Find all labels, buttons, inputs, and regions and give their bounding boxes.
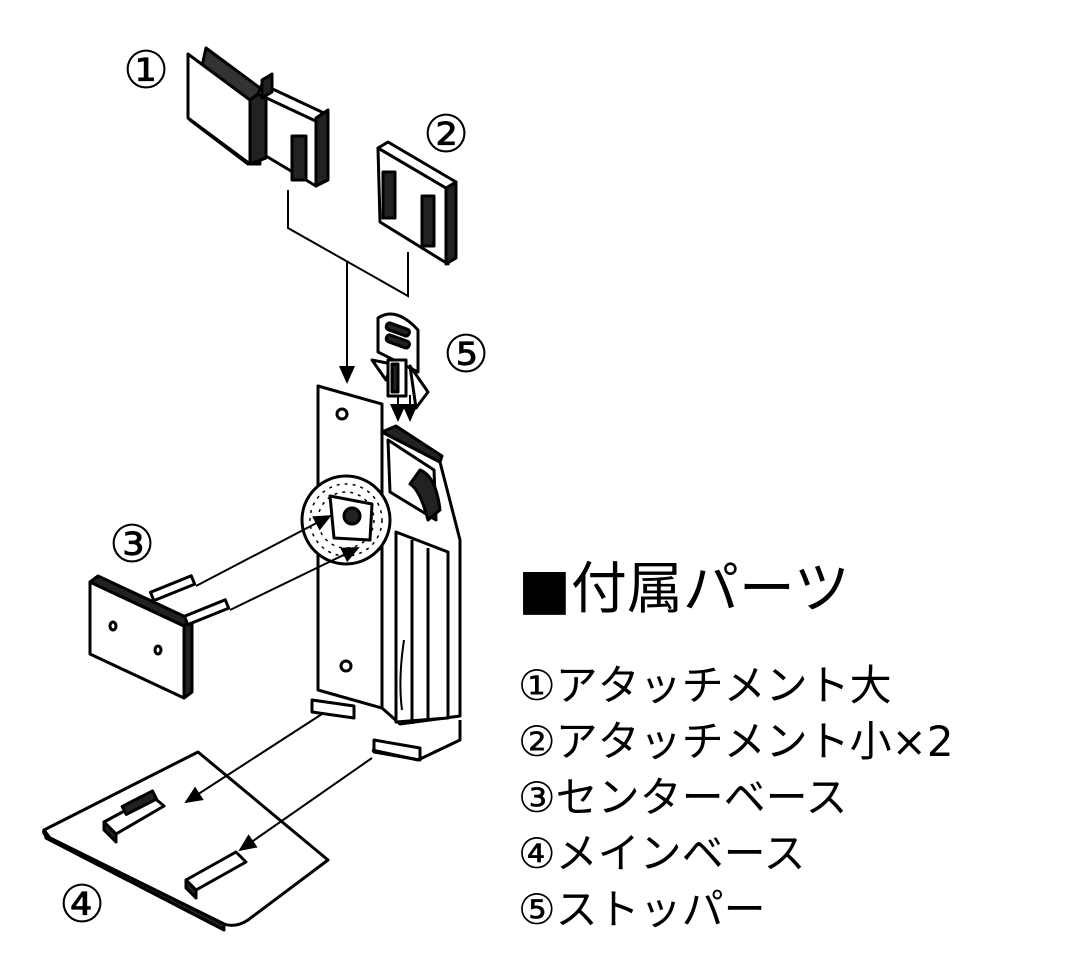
included-parts-panel: ■付属パーツ ①アタッチメント大 ②アタッチメント小×2 ③センターベース ④メ… bbox=[518, 548, 1058, 938]
part-5-stopper bbox=[370, 312, 430, 422]
parts-list-item: ②アタッチメント小×2 bbox=[518, 717, 954, 766]
callout-5: ⑤ bbox=[443, 325, 490, 385]
callout-1: ① bbox=[123, 41, 170, 101]
part-1-large-attachment bbox=[186, 46, 330, 188]
part-3-center-base bbox=[88, 515, 360, 700]
parts-list-item: ⑤ストッパー bbox=[518, 885, 766, 934]
callout-4: ④ bbox=[59, 875, 106, 935]
parts-list-item: ④メインベース bbox=[518, 829, 806, 878]
parts-title: ■付属パーツ bbox=[518, 557, 850, 622]
part-2-small-attachment bbox=[376, 140, 458, 266]
parts-list: ①アタッチメント大 ②アタッチメント小×2 ③センターベース ④メインベース ⑤… bbox=[518, 658, 1058, 938]
parts-list-item: ③センターベース bbox=[518, 773, 848, 822]
part-4-main-base bbox=[42, 713, 373, 932]
main-body-assembly bbox=[300, 384, 462, 762]
leader-bracket-parts-1-2 bbox=[287, 190, 409, 384]
callout-2: ② bbox=[423, 105, 470, 165]
parts-list-item: ①アタッチメント大 bbox=[518, 661, 892, 710]
callout-3: ③ bbox=[109, 515, 156, 575]
